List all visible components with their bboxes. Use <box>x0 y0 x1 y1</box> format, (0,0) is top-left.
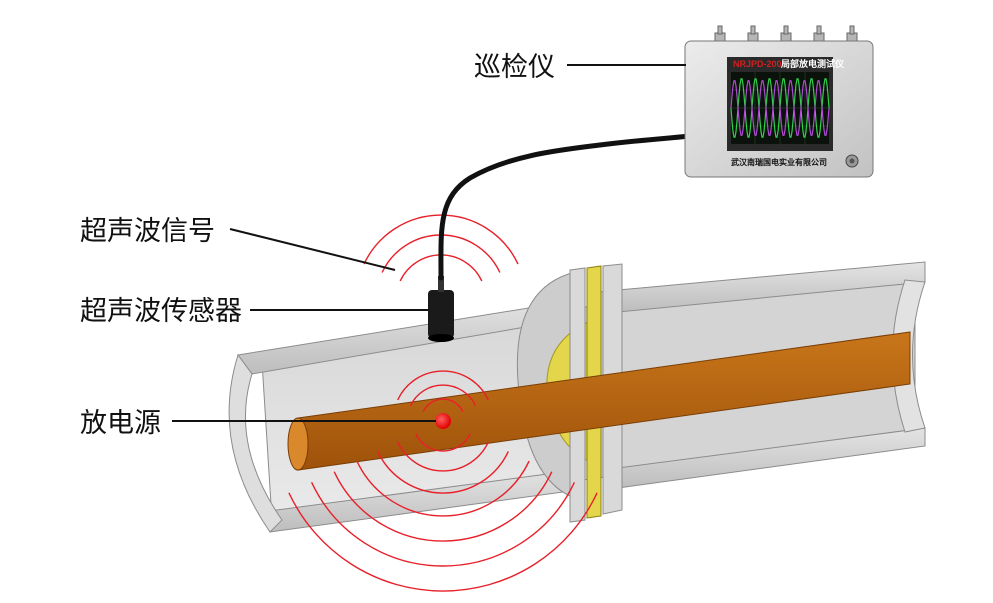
source-wave-arc-lower <box>415 433 471 452</box>
source-wave-arc-upper <box>409 384 477 407</box>
sensor-wave-arc <box>363 214 519 265</box>
device-model: NRJPD-200 <box>733 59 782 69</box>
ultrasonic-waves <box>288 214 598 592</box>
device-manufacturer: 武汉南瑞国电实业有限公司 <box>731 157 827 167</box>
discharge-source-dot <box>435 413 451 429</box>
screen-waveform-violet <box>730 80 830 136</box>
callout-lines <box>172 64 686 422</box>
device-connectors <box>714 25 858 44</box>
label-discharge-source: 放电源 <box>80 408 161 439</box>
conductor-rod-end <box>287 417 309 471</box>
label-ultrasonic-sensor: 超声波传感器 <box>80 296 242 327</box>
ultrasonic-signal-callout-line <box>229 228 396 271</box>
source-wave-arc-lower <box>333 471 553 542</box>
device-title: 局部放电测试仪 <box>781 58 845 69</box>
source-wave-arc-lower <box>397 441 489 472</box>
label-ultrasonic-signal: 超声波信号 <box>80 216 215 247</box>
label-inspector: 巡检仪 <box>474 52 555 83</box>
ultrasonic-sensor <box>428 276 454 342</box>
source-wave-arc-lower <box>288 492 598 592</box>
source-wave-arc-lower <box>356 460 530 517</box>
source-wave-arc-lower <box>377 451 509 494</box>
source-wave-arc-upper <box>397 370 489 401</box>
left-pipe-end-face <box>228 353 283 533</box>
sensor-cable <box>438 133 693 281</box>
inspector-device: NRJPD-200 局部放电测试仪 武汉南瑞国电实业有限公司 <box>684 25 874 178</box>
source-wave-arc-lower <box>310 482 576 567</box>
source-wave-arc-upper <box>422 398 464 413</box>
conductor <box>287 331 911 471</box>
